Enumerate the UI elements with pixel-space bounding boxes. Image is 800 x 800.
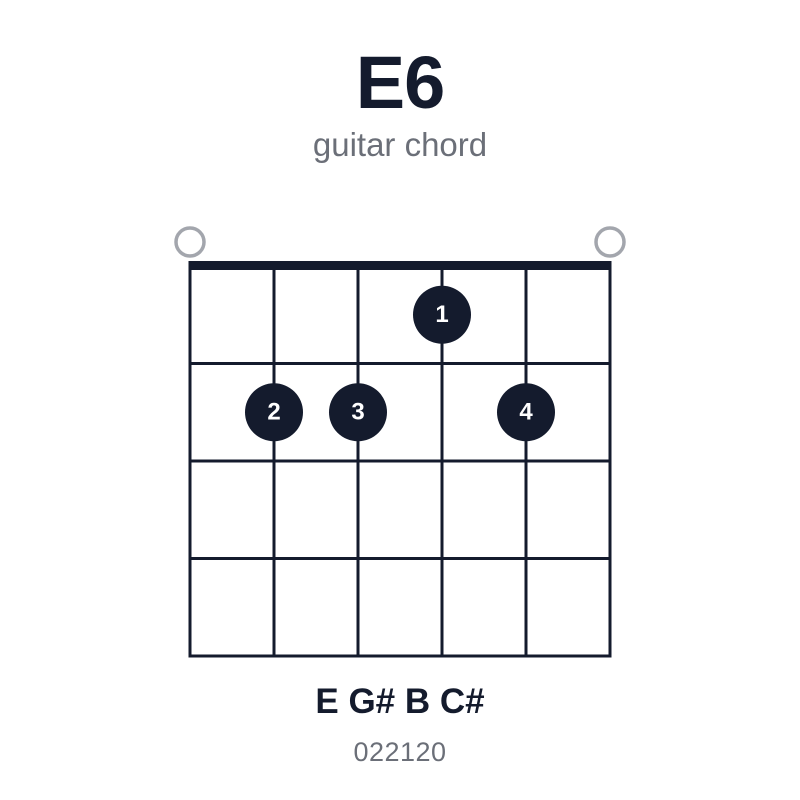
finger-number: 4 bbox=[519, 399, 533, 426]
nut bbox=[188, 261, 612, 270]
finger-number: 3 bbox=[351, 399, 364, 426]
chord-fingering: 022120 bbox=[353, 737, 447, 767]
finger-dot: 3 bbox=[329, 383, 387, 442]
finger-dot-circle bbox=[245, 383, 303, 442]
finger-dot: 2 bbox=[245, 383, 303, 442]
finger-number: 2 bbox=[267, 399, 280, 426]
chord-name: E6 bbox=[355, 41, 446, 124]
open-string-marker bbox=[594, 226, 626, 258]
finger-dot-circle bbox=[329, 383, 387, 442]
finger-dot: 1 bbox=[413, 285, 471, 344]
finger-markers: 2 3 1 4 bbox=[174, 226, 626, 442]
chord-notes: E G# B C# bbox=[315, 682, 485, 721]
finger-dot-circle bbox=[413, 285, 471, 344]
finger-dot: 4 bbox=[497, 383, 555, 442]
finger-number: 1 bbox=[435, 301, 448, 328]
open-string-marker bbox=[174, 226, 206, 258]
chord-subtitle: guitar chord bbox=[312, 126, 488, 163]
fretboard-grid bbox=[188, 261, 612, 658]
finger-dot-circle bbox=[497, 383, 555, 442]
